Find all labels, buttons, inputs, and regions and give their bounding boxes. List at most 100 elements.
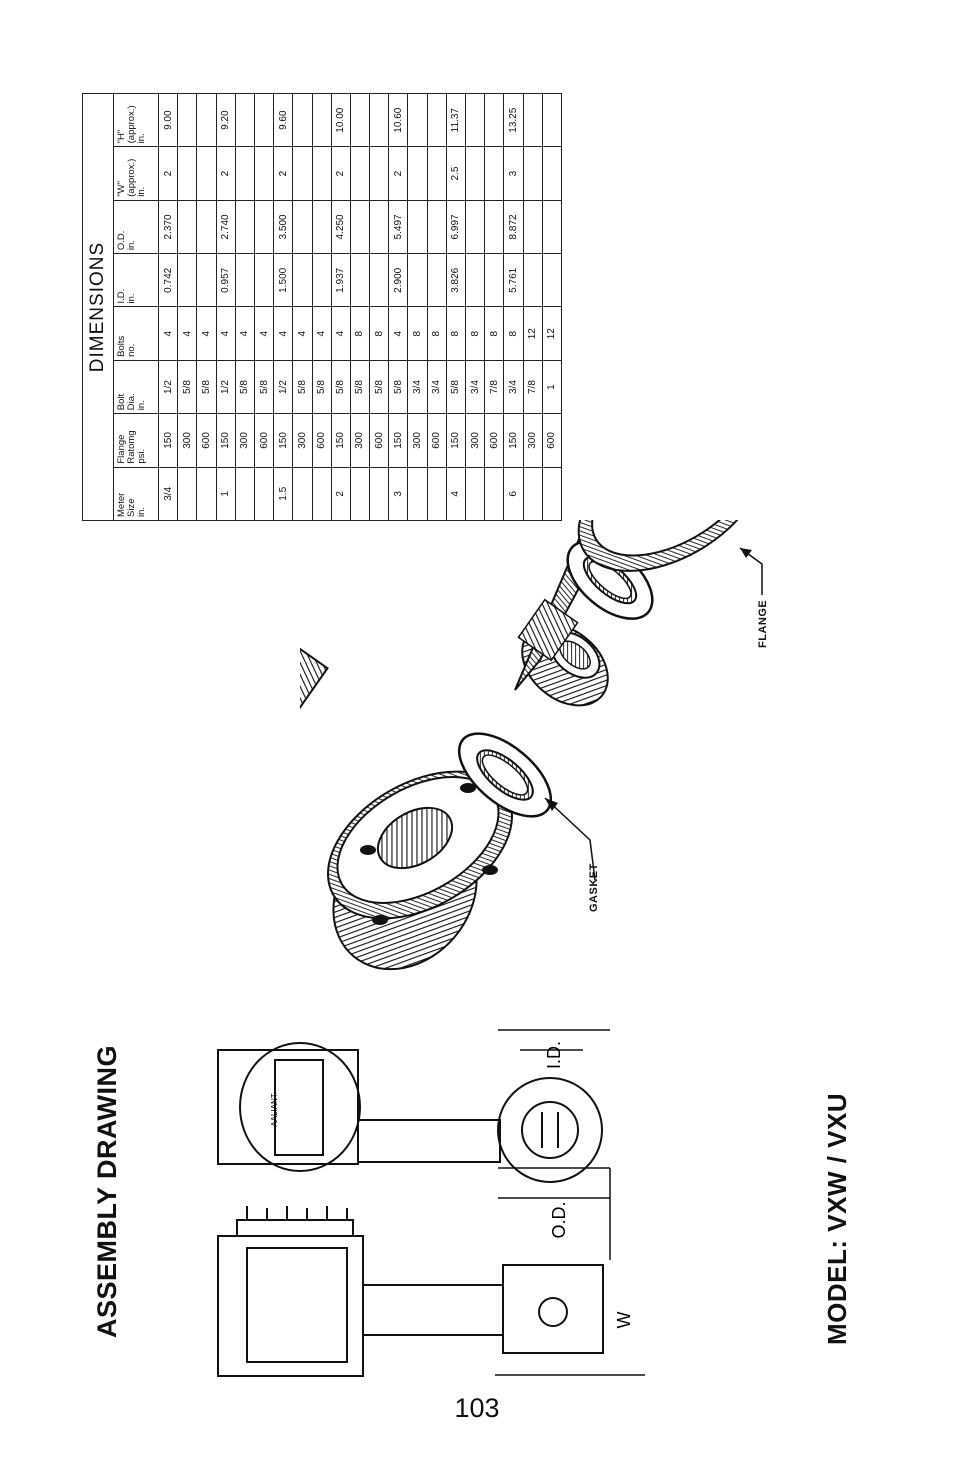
table-cell bbox=[427, 253, 447, 307]
table-cell: 600 bbox=[254, 413, 274, 468]
table-cell bbox=[427, 93, 447, 147]
table-cell: 5.761 bbox=[503, 253, 524, 307]
table-cell bbox=[177, 467, 197, 521]
assembly-drawing-title: ASSEMBLY DRAWING bbox=[92, 1044, 122, 1338]
gasket-left bbox=[457, 732, 553, 818]
table-cell: 600 bbox=[369, 413, 389, 468]
table-cell: 9.60 bbox=[273, 93, 293, 147]
table-cell: 2 bbox=[273, 146, 293, 201]
column-header: I.D.in. bbox=[113, 253, 159, 307]
column-header-line: in. bbox=[126, 293, 137, 304]
page-number: 103 bbox=[454, 1393, 500, 1423]
table-cell: 1 bbox=[216, 467, 236, 521]
table-cell: 6.997 bbox=[446, 200, 466, 254]
table-cell bbox=[542, 467, 562, 521]
table-cell bbox=[484, 93, 504, 147]
table-cell: 2 bbox=[331, 146, 351, 201]
table-cell: 2 bbox=[388, 146, 408, 201]
table-cell bbox=[254, 253, 274, 307]
table-cell bbox=[254, 200, 274, 254]
table-cell: 5/8 bbox=[331, 360, 351, 414]
table-cell bbox=[369, 200, 389, 254]
outlet-flange bbox=[577, 520, 763, 572]
table-cell: 5/8 bbox=[177, 360, 197, 414]
table-cell: 4 bbox=[446, 467, 466, 521]
table-cell: 3/4 bbox=[427, 360, 447, 414]
column-header-line: in. bbox=[136, 133, 147, 144]
table-cell bbox=[484, 253, 504, 307]
table-cell bbox=[427, 200, 447, 254]
table-cell: 8 bbox=[465, 307, 485, 361]
table-cell: 5/8 bbox=[312, 360, 332, 414]
table-cell bbox=[484, 467, 504, 521]
table-cell: 8 bbox=[350, 307, 370, 361]
table-cell bbox=[407, 200, 428, 254]
table-cell: 300 bbox=[235, 413, 255, 468]
table-cell bbox=[196, 200, 217, 254]
table-cell bbox=[196, 253, 217, 307]
table-cell bbox=[312, 93, 332, 147]
table-cell bbox=[407, 146, 428, 201]
table-cell: 300 bbox=[465, 413, 485, 468]
table-cell: 5/8 bbox=[388, 360, 408, 414]
table-cell: 4 bbox=[312, 307, 332, 361]
w-dimension-label: W bbox=[614, 1312, 634, 1329]
table-cell bbox=[292, 93, 312, 147]
table-cell: 8 bbox=[484, 307, 504, 361]
table-cell bbox=[369, 93, 389, 147]
table-cell: 10.60 bbox=[388, 93, 408, 147]
table-cell: 5/8 bbox=[235, 360, 255, 414]
table-cell bbox=[484, 200, 504, 254]
table-cell bbox=[196, 93, 217, 147]
od-dimension-label: O.D. bbox=[549, 1201, 569, 1238]
table-cell bbox=[407, 253, 428, 307]
table-cell bbox=[235, 93, 255, 147]
table-cell: 4 bbox=[216, 307, 236, 361]
table-cell bbox=[312, 467, 332, 521]
table-cell: 3.826 bbox=[446, 253, 466, 307]
brand-logo-text: AALIANT bbox=[270, 1093, 279, 1126]
table-cell bbox=[235, 200, 255, 254]
table-cell bbox=[292, 253, 312, 307]
table-cell: 12 bbox=[542, 307, 562, 361]
table-cell bbox=[292, 146, 312, 201]
gasket-leader-arrow bbox=[545, 798, 558, 811]
table-cell: 150 bbox=[158, 413, 178, 468]
table-cell: 4 bbox=[177, 307, 197, 361]
table-cell: 5/8 bbox=[446, 360, 466, 414]
table-cell: 2 bbox=[216, 146, 236, 201]
table-cell: 300 bbox=[407, 413, 428, 468]
table-cell: 150 bbox=[331, 413, 351, 468]
table-cell bbox=[523, 146, 543, 201]
table-cell bbox=[465, 467, 485, 521]
table-cell: 1/2 bbox=[216, 360, 236, 414]
table-cell: 6 bbox=[503, 467, 524, 521]
table-cell: 5/8 bbox=[292, 360, 312, 414]
table-cell: 12 bbox=[523, 307, 543, 361]
table-cell: 3/4 bbox=[407, 360, 428, 414]
table-cell bbox=[292, 200, 312, 254]
table-cell: 4 bbox=[196, 307, 217, 361]
table-cell bbox=[465, 93, 485, 147]
table-cell bbox=[235, 146, 255, 201]
table-cell: 9.20 bbox=[216, 93, 236, 147]
table-cell: 4 bbox=[235, 307, 255, 361]
dimension-lines bbox=[495, 1029, 645, 1376]
table-cell bbox=[427, 467, 447, 521]
